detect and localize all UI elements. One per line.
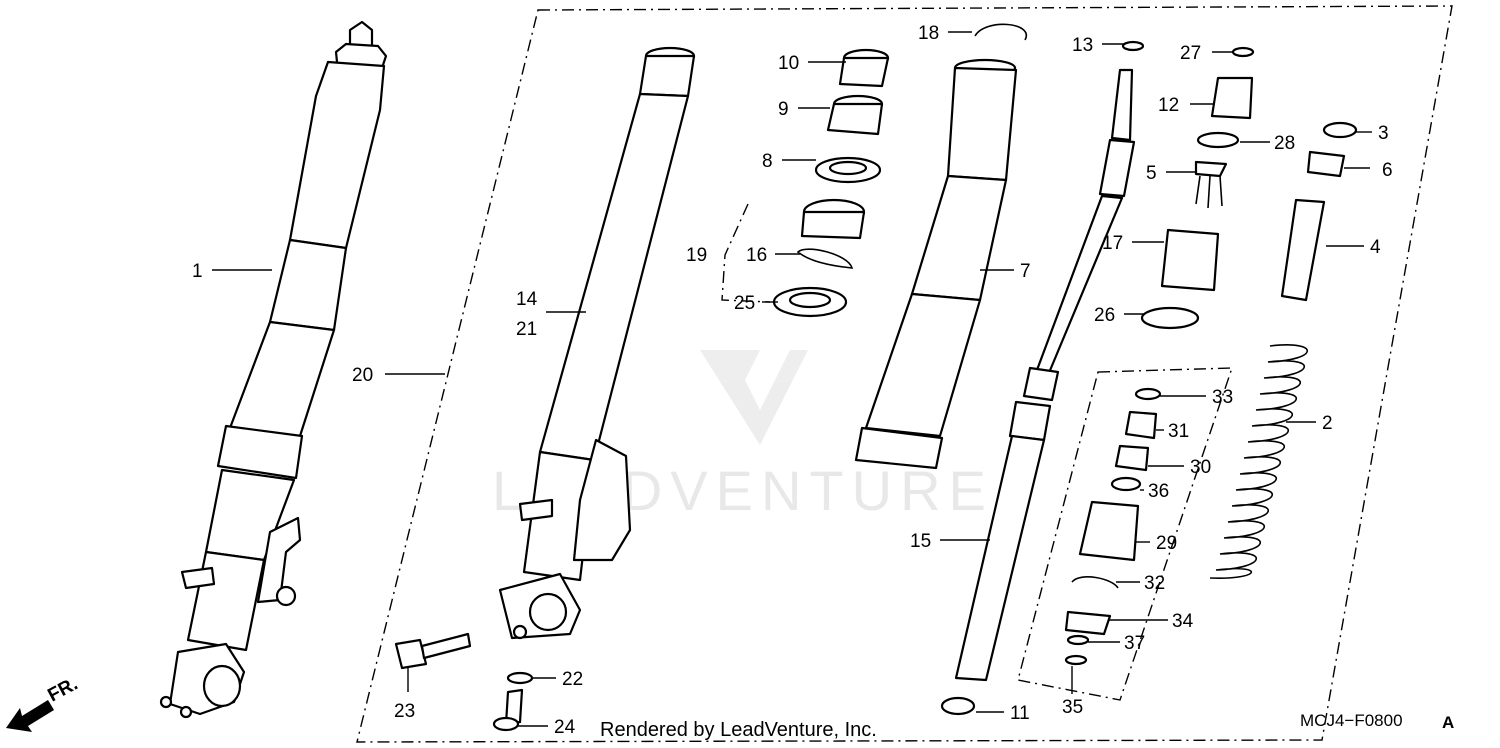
callout-20: 20 bbox=[352, 365, 373, 386]
callout-5: 5 bbox=[1146, 163, 1157, 184]
callout-8: 8 bbox=[762, 151, 773, 172]
callout-17: 17 bbox=[1102, 233, 1123, 254]
callout-9: 9 bbox=[778, 99, 789, 120]
callout-6: 6 bbox=[1382, 160, 1393, 181]
callout-23: 23 bbox=[394, 701, 415, 722]
front-direction-indicator: FR. bbox=[6, 674, 81, 732]
callout-22: 22 bbox=[562, 669, 583, 690]
callout-18: 18 bbox=[918, 23, 939, 44]
rendered-by-credit: Rendered by LeadVenture, Inc. bbox=[600, 719, 877, 741]
callout-32: 32 bbox=[1144, 573, 1165, 594]
callout-3: 3 bbox=[1378, 123, 1389, 144]
callout-14: 14 bbox=[516, 289, 538, 310]
callout-37: 37 bbox=[1124, 633, 1145, 654]
callout-31: 31 bbox=[1168, 421, 1189, 442]
callout-35: 35 bbox=[1062, 697, 1083, 718]
assembly-boundary bbox=[356, 5, 1453, 743]
callout-13: 13 bbox=[1072, 35, 1093, 56]
fork-assembly-part-1 bbox=[159, 20, 388, 719]
callout-4: 4 bbox=[1370, 237, 1381, 258]
callout-16: 16 bbox=[746, 245, 767, 266]
seal-group-bracket bbox=[721, 203, 771, 303]
front-arrow-icon bbox=[6, 700, 54, 732]
callout-29: 29 bbox=[1156, 533, 1177, 554]
diagram-code: MCJ4−F0800 bbox=[1300, 711, 1403, 730]
outer-tube-part-14-21 bbox=[498, 46, 696, 640]
callout-30: 30 bbox=[1190, 457, 1211, 478]
spring-part-2 bbox=[1209, 344, 1309, 579]
damper-rod-part-15 bbox=[954, 68, 1136, 682]
small-parts bbox=[394, 23, 1358, 732]
callout-21: 21 bbox=[516, 319, 537, 340]
callout-26: 26 bbox=[1094, 305, 1115, 326]
callout-24: 24 bbox=[554, 717, 576, 738]
callout-2: 2 bbox=[1322, 413, 1333, 434]
callout-1: 1 bbox=[192, 261, 203, 282]
callout-15: 15 bbox=[910, 531, 931, 552]
callout-19: 19 bbox=[686, 245, 707, 266]
damper-subassembly-boundary bbox=[1017, 367, 1233, 701]
callout-34: 34 bbox=[1172, 611, 1194, 632]
leader-lines bbox=[212, 31, 1372, 727]
callout-11: 11 bbox=[1010, 703, 1030, 724]
callout-10: 10 bbox=[778, 53, 799, 74]
inner-tube-part-7 bbox=[854, 58, 1018, 470]
callout-25: 25 bbox=[734, 293, 755, 314]
front-indicator-label: FR. bbox=[44, 674, 81, 707]
part-callouts: 1 2 3 4 5 6 7 8 9 10 11 12 13 14 15 16 1… bbox=[192, 23, 1393, 738]
callout-28: 28 bbox=[1274, 133, 1295, 154]
callout-12: 12 bbox=[1158, 95, 1179, 116]
callout-27: 27 bbox=[1180, 43, 1201, 64]
callout-7: 7 bbox=[1020, 261, 1031, 282]
diagram-code-suffix: A bbox=[1442, 713, 1454, 732]
callout-36: 36 bbox=[1148, 481, 1169, 502]
callout-33: 33 bbox=[1212, 387, 1233, 408]
